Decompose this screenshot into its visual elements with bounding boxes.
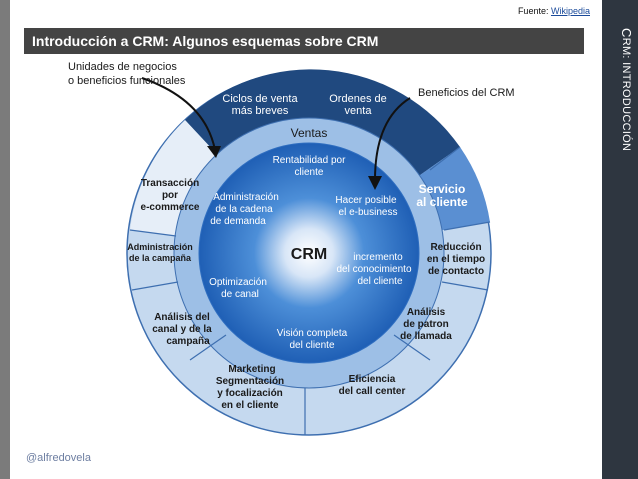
label-rentabilidad-line1: Rentabilidad por	[273, 155, 346, 166]
label-reduccion-line2: en el tiempo	[427, 254, 485, 265]
label-marketing-line2: Segmentación	[216, 376, 284, 387]
arrow-unidades	[141, 77, 216, 151]
label-optimizacion-line2: de canal	[221, 289, 259, 300]
arrow-beneficios	[374, 97, 411, 181]
label-servicio-line1: Servicio	[419, 182, 466, 196]
label-reduccion-line3: de contacto	[428, 266, 484, 277]
label-hacer-line2: el e-business	[339, 207, 398, 218]
callout-beneficios: Beneficios del CRM	[418, 87, 515, 99]
label-administracion-line2: de la cadena	[215, 204, 273, 215]
label-incremento-line1: incremento	[353, 252, 403, 263]
header-bar: Introducción a CRM: Algunos esquemas sob…	[24, 28, 584, 54]
page-title: Introducción a CRM: Algunos esquemas sob…	[32, 33, 379, 49]
label-transaccion-line2: por	[162, 190, 178, 201]
label-eficiencia-line1: Eficiencia	[349, 374, 396, 385]
label-analisis-patron-line1: Análisis	[407, 307, 446, 318]
label-admin-campana-line2: de la campaña	[129, 253, 192, 263]
label-ordenes-line2: venta	[345, 105, 373, 117]
label-analisis-patron-line2: de patron	[403, 319, 449, 330]
label-analisis-canal-line2: canal y de la	[152, 324, 212, 335]
right-side-bar	[602, 0, 638, 479]
label-rentabilidad-line2: cliente	[295, 167, 324, 178]
side-title-rest: RM: INTRODUCCIÓN	[620, 37, 632, 152]
label-ordenes-line1: Ordenes de	[329, 93, 386, 105]
label-analisis-canal-line1: Análisis del	[154, 312, 210, 323]
label-transaccion-line3: e-commerce	[141, 202, 200, 213]
label-vision-line2: del cliente	[289, 340, 334, 351]
label-ciclos-line2: más breves	[232, 105, 289, 117]
label-marketing-line3: y focalización	[217, 388, 283, 399]
label-servicio-line2: al cliente	[416, 195, 468, 209]
label-analisis-canal-line3: campaña	[166, 336, 210, 347]
label-reduccion-line1: Reducción	[430, 242, 481, 253]
label-transaccion-line1: Transacción	[141, 178, 199, 189]
label-ventas: Ventas	[291, 126, 328, 140]
callout-unidades-line1: Unidades de negocios	[68, 61, 177, 73]
label-ciclos-line1: Ciclos de venta	[222, 93, 298, 105]
inner-disc	[198, 142, 420, 364]
callout-unidades-line2: o beneficios funcionales	[68, 75, 186, 87]
side-title-initial: C	[619, 28, 634, 38]
label-marketing-line1: Marketing	[228, 364, 275, 375]
label-incremento-line3: del cliente	[357, 276, 402, 287]
label-optimizacion-line1: Optimización	[209, 277, 267, 288]
left-accent-bar	[0, 0, 10, 479]
source-link[interactable]: Wikipedia	[550, 6, 590, 16]
label-admin-campana-line1: Administración	[127, 242, 193, 252]
arrow-unidades-head	[207, 146, 221, 158]
label-vision-line1: Visión completa	[277, 328, 348, 339]
label-analisis-patron-line3: de llamada	[400, 331, 452, 342]
label-hacer-line1: Hacer posible	[335, 195, 397, 206]
label-marketing-line4: en el cliente	[221, 400, 279, 411]
side-title: CRM: INTRODUCCIÓN	[606, 28, 634, 188]
label-eficiencia-line2: del call center	[339, 386, 406, 397]
source-credit: Fuente: Wikipedia	[518, 6, 590, 16]
label-incremento-line2: del conocimiento	[336, 264, 411, 275]
arrow-beneficios-head	[368, 176, 382, 190]
label-crm-center: CRM	[291, 246, 327, 263]
label-administracion-line3: de demanda	[210, 216, 266, 227]
source-label: Fuente:	[517, 6, 549, 16]
footer-handle: @alfredovela	[26, 452, 91, 464]
label-administracion-line1: Administración	[213, 192, 279, 203]
ring-dividers	[129, 146, 491, 435]
